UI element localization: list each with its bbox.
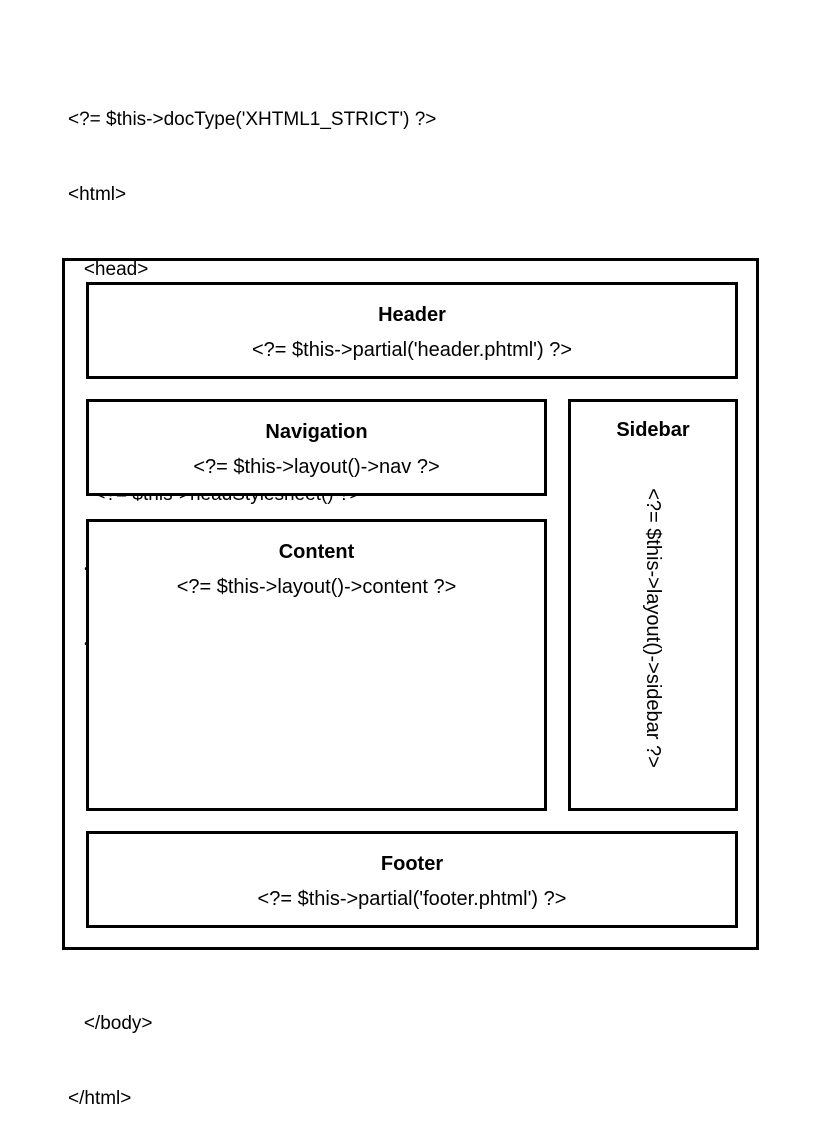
content-region-code: <?= $this->layout()->content ?> [176,576,457,598]
header-region-box: Header <?= $this->partial('header.phtml'… [86,282,738,379]
header-region-title: Header [378,304,446,326]
code-line: <head> [68,259,149,280]
content-region-box: Content <?= $this->layout()->content ?> [86,519,547,811]
layout-container-box: Header <?= $this->partial('header.phtml'… [62,258,759,950]
code-line: </body> [68,1013,153,1034]
footer-region-code: <?= $this->partial('footer.phtml') ?> [257,888,567,910]
header-region-code: <?= $this->partial('header.phtml') ?> [251,339,573,361]
sidebar-region-code: <?= $this->layout()->sidebar ?> [642,488,664,768]
code-line: <html> [68,184,127,205]
footer-region-box: Footer <?= $this->partial('footer.phtml'… [86,831,738,928]
code-listing-bottom: </body> </html> [68,961,153,1136]
navigation-region-box: Navigation <?= $this->layout()->nav ?> [86,399,547,496]
sidebar-region-box: Sidebar <?= $this->layout()->sidebar ?> [568,399,738,811]
footer-region-title: Footer [380,853,444,875]
navigation-region-code: <?= $this->layout()->nav ?> [193,456,440,478]
code-line: <?= $this->docType('XHTML1_STRICT') ?> [68,109,437,130]
sidebar-region-title: Sidebar [616,419,690,441]
sidebar-region-code-wrapper: <?= $this->layout()->sidebar ?> [571,448,735,808]
code-line: </html> [68,1088,132,1109]
content-region-title: Content [278,541,355,563]
navigation-region-title: Navigation [265,421,368,443]
